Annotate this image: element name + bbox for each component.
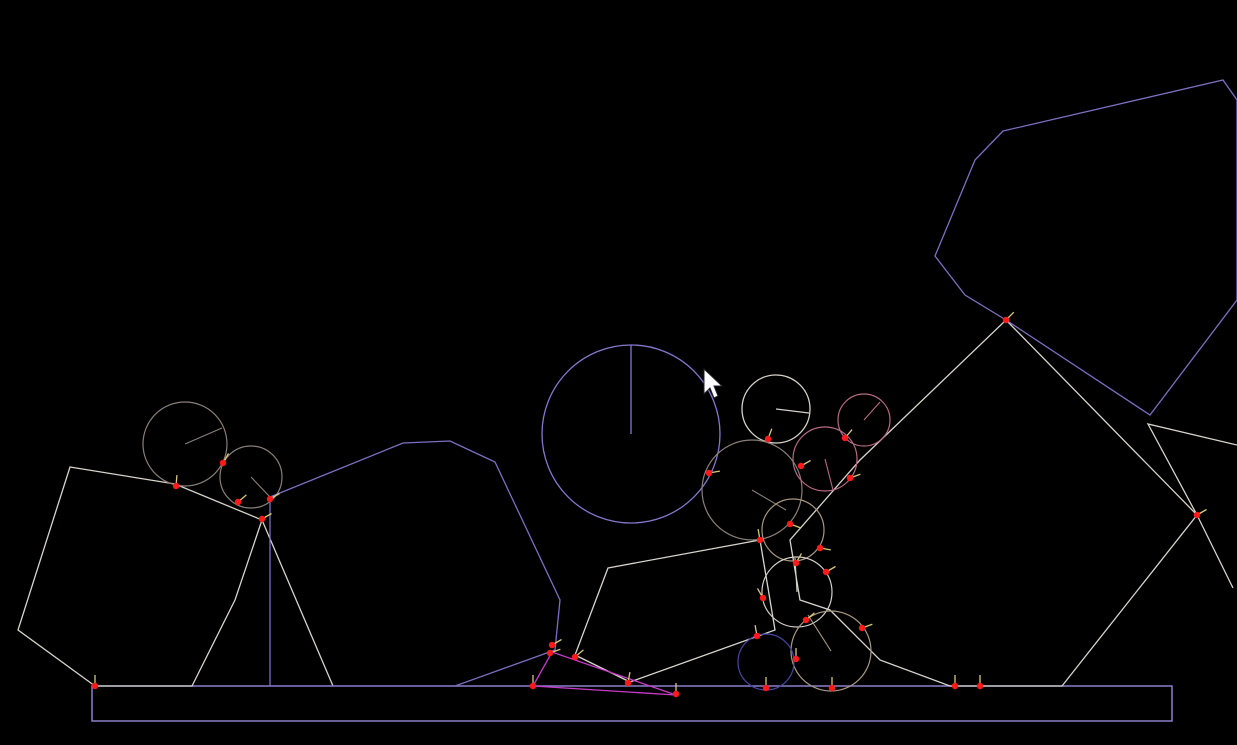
contact-point-marker [258,515,266,523]
circle-body [792,426,858,492]
circle-body [837,393,891,447]
contact-point-marker [219,459,227,467]
contact-point-marker [951,682,959,690]
contact-point-marker [858,624,866,632]
contact-point-marker [705,469,713,477]
contact-point-marker [816,544,824,552]
polygon-body-edge-right [1146,423,1237,589]
circle-body [701,439,803,541]
contact-point-marker [571,653,579,661]
circle-body [142,401,228,487]
contact-point-marker [1002,316,1010,324]
highlight-sliver-shape [531,651,677,696]
contact-point-marker [672,690,680,698]
contact-point-marker [846,474,854,482]
contact-point-marker [797,462,805,470]
contact-point-marker [792,655,800,663]
contact-point-marker [762,684,770,692]
contact-point-marker [172,482,180,490]
contact-point-marker [234,498,242,506]
circle-body [741,374,811,444]
circle-bodies [142,344,891,692]
contact-point-marker [1193,511,1201,519]
circle-body [219,445,283,509]
circle-axis-line [824,458,834,491]
contact-point-marker [624,679,632,687]
circle-body [761,556,833,628]
ground-body [91,685,1173,722]
contact-point-marker [753,632,761,640]
contact-point-marker [976,682,984,690]
polygon-body-violet-center [269,440,561,687]
circle-axis-line [751,489,787,511]
contact-point-marker [792,559,800,567]
polygon-body-large-square [789,319,1198,687]
contact-point-marker [756,536,764,544]
contact-point-marker [764,435,772,443]
circle-axis-line [184,427,223,445]
circle-axis-line [863,401,881,421]
contact-point-marker [786,520,794,528]
contact-point-marker [759,594,767,602]
circle-axis-line [807,614,832,652]
contact-point-marker [91,682,99,690]
contact-point-marker [828,684,836,692]
polygon-body-violet-top-right [934,79,1237,416]
circle-axis-line [250,476,271,498]
contact-point-marker [266,495,274,503]
polygon-body-left [17,466,263,687]
triangle-body [261,519,334,687]
contact-points [91,311,1207,698]
polygon-body-white-center [574,539,776,683]
mouse-pointer-icon [703,368,723,399]
contact-point-marker [822,568,830,576]
contact-point-marker [546,649,554,657]
contact-point-marker [548,641,556,649]
contact-point-marker [802,616,810,624]
circle-axis-line [775,408,810,414]
contact-point-marker [529,682,537,690]
contact-point-marker [841,434,849,442]
ground-box [91,685,1173,722]
circle-body [761,498,825,562]
